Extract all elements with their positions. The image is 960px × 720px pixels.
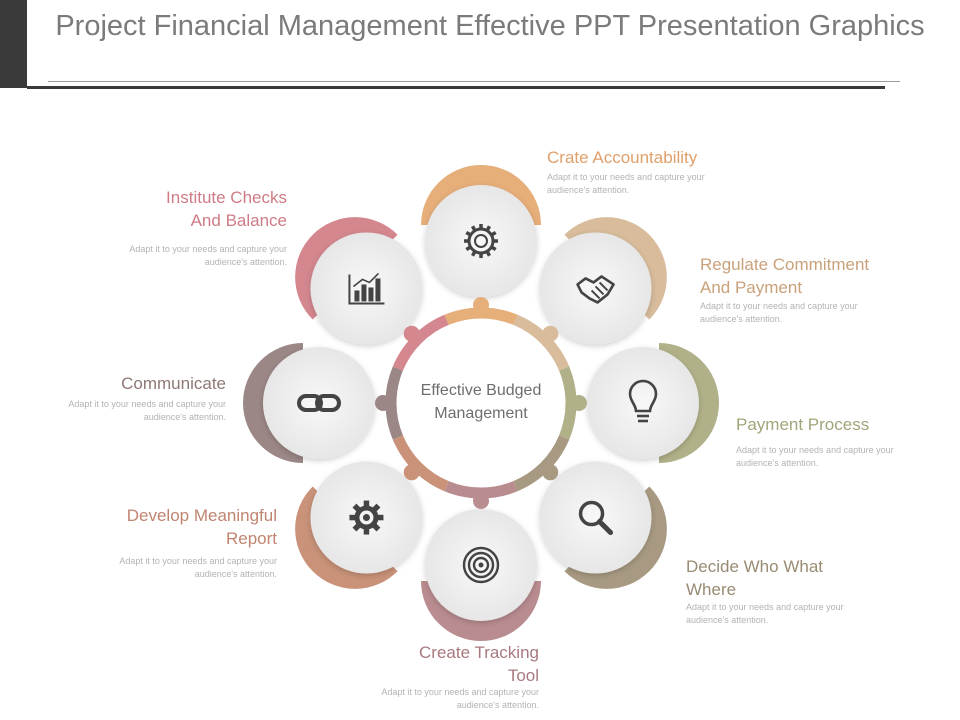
ring-tab-develop-meaningful-report: [403, 464, 420, 481]
desc-create-tracking-tool: Adapt it to your needs and capture your …: [381, 687, 539, 710]
lightbulb-icon: [628, 379, 658, 423]
ring-tab-crate-accountability: [473, 297, 489, 313]
handshake-icon: [576, 275, 615, 304]
ring-tab-regulate-commitment: [542, 325, 559, 342]
label-line: Develop Meaningful: [126, 506, 277, 525]
cog-icon: [349, 500, 384, 535]
page-title: Project Financial Management Effective P…: [55, 10, 925, 42]
link-icon: [297, 394, 341, 412]
petal-disc-regulate-commitment: [539, 232, 652, 345]
center-ring: [375, 297, 587, 509]
label-line: Tool: [507, 666, 539, 685]
ring-segment-communicate: [385, 366, 403, 440]
gear-icon: [464, 224, 498, 258]
label-line: Create Tracking: [419, 643, 539, 662]
petal-disc-payment-process: [587, 347, 699, 459]
target-icon: [462, 546, 500, 584]
ring-tab-communicate: [375, 395, 391, 411]
icons-layer: [297, 224, 658, 584]
label-crate-accountability: Crate Accountability: [547, 146, 697, 169]
ring-segment-decide-who-what-where: [513, 435, 570, 492]
label-decide-who-what-where: Decide Who What Where: [686, 555, 823, 601]
label-line: Decide Who What: [686, 557, 823, 576]
ring-tab-institute-checks: [403, 325, 420, 342]
label-line: And Balance: [190, 211, 287, 230]
title-underline: [27, 86, 885, 89]
title-side-bar: [0, 0, 27, 88]
ring-tab-create-tracking-tool: [473, 493, 489, 509]
desc-institute-checks: Adapt it to your needs and capture your …: [129, 244, 287, 267]
desc-crate-accountability: Adapt it to your needs and capture your …: [547, 172, 705, 195]
label-line: And Payment: [700, 278, 803, 297]
center-title-line-2: Management: [434, 405, 528, 422]
label-line: Institute Checks: [166, 188, 287, 207]
magnifier-icon: [578, 500, 614, 536]
ring-segment-payment-process: [559, 366, 577, 440]
title-underline-thin: [48, 81, 900, 82]
ring-segment-regulate-commitment: [513, 314, 570, 371]
center-title-line-1: Effective Budged: [420, 382, 542, 399]
petal-disc-decide-who-what-where: [539, 461, 652, 574]
ring-tab-payment-process: [571, 395, 587, 411]
center-title: Effective Budged Management: [400, 379, 562, 425]
ring-segment-crate-accountability: [444, 307, 518, 325]
ring-center: [397, 319, 565, 487]
label-regulate-commitment: Regulate Commitment And Payment: [700, 253, 869, 299]
desc-regulate-commitment: Adapt it to your needs and capture your …: [700, 301, 858, 324]
label-create-tracking-tool: Create Tracking Tool: [339, 641, 539, 687]
desc-develop-meaningful-report: Adapt it to your needs and capture your …: [119, 556, 277, 579]
label-line: Payment Process: [736, 415, 870, 434]
desc-communicate: Adapt it to your needs and capture your …: [68, 399, 226, 422]
label-line: Regulate Commitment: [700, 255, 870, 274]
label-line: Report: [225, 529, 277, 548]
ring-segment-create-tracking-tool: [444, 481, 518, 499]
desc-decide-who-what-where: Adapt it to your needs and capture your …: [686, 602, 844, 625]
label-line: Crate Accountability: [547, 148, 698, 167]
petal-disc-crate-accountability: [425, 185, 537, 297]
label-communicate: Communicate: [26, 372, 226, 395]
label-line: Where: [686, 580, 737, 599]
desc-payment-process: Adapt it to your needs and capture your …: [736, 445, 894, 468]
ring-segment-institute-checks: [392, 314, 449, 371]
ring-tab-decide-who-what-where: [542, 464, 559, 481]
ring-segment-develop-meaningful-report: [392, 435, 449, 492]
label-institute-checks: Institute Checks And Balance: [87, 186, 287, 232]
label-develop-meaningful-report: Develop Meaningful Report: [77, 504, 277, 550]
bar-chart-icon: [348, 272, 385, 305]
label-payment-process: Payment Process: [736, 413, 869, 436]
label-line: Communicate: [121, 374, 226, 393]
